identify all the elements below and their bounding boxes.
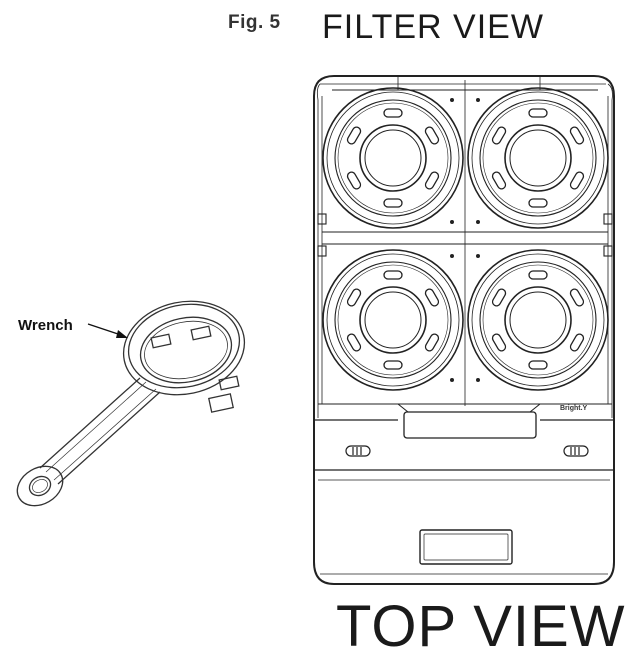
right-latch [563, 445, 589, 457]
cartridge-bottom-left [322, 249, 464, 391]
cartridge-top-left [322, 87, 464, 229]
filter-view-title: FILTER VIEW [322, 8, 544, 46]
filter-housing [313, 75, 615, 585]
cartridge-top-right [467, 87, 609, 229]
wrench-pointer-arrow [87, 323, 128, 338]
wrench-drawing [16, 300, 246, 507]
left-latch [345, 445, 371, 457]
brand-mark: Bright.Y [560, 405, 588, 412]
wrench-label: Wrench [18, 317, 73, 334]
cartridge-bottom-right [467, 249, 609, 391]
figure-number: Fig. 5 [228, 12, 281, 33]
top-view-title: TOP VIEW [336, 594, 626, 659]
